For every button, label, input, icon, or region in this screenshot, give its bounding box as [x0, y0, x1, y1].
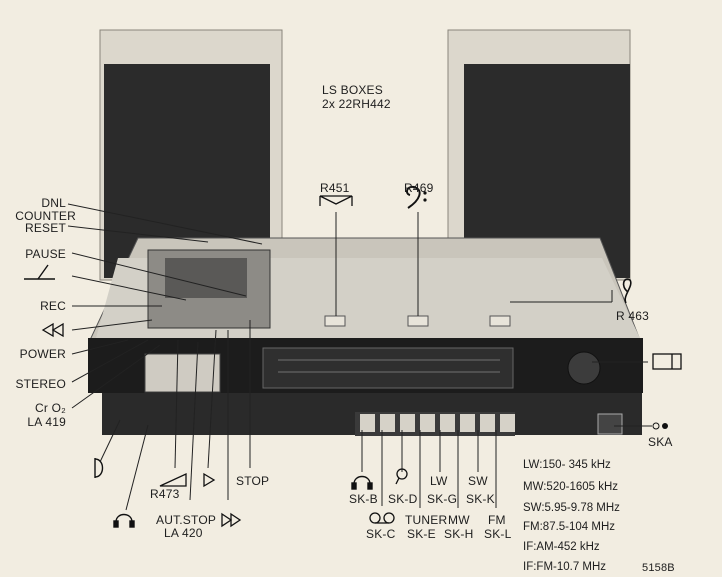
- headphones-icon: [113, 513, 135, 528]
- r463-label: R 463: [616, 309, 650, 323]
- counter-label: COUNTER: [15, 209, 76, 223]
- speaker-label-2: 2x 22RH442: [322, 97, 391, 111]
- r469-label: R469: [404, 181, 434, 195]
- speaker-label-1: LS BOXES: [322, 83, 383, 97]
- tone-wedge-icon: [319, 195, 353, 206]
- play-icon: [203, 472, 216, 488]
- spec-sw: SW:5.95-9.78 MHz: [523, 502, 620, 514]
- treble-clef-icon: [622, 278, 632, 304]
- record-pen-icon: [24, 264, 55, 280]
- mw-label: MW: [448, 513, 470, 527]
- microphone-icon: [395, 468, 408, 485]
- skc-label: SK-C: [366, 527, 396, 541]
- r451-label: R451: [320, 181, 350, 195]
- tape-reel-icon: [369, 512, 395, 524]
- skh-label: SK-H: [444, 527, 474, 541]
- pause-label: PAUSE: [25, 247, 66, 261]
- autstop-label: AUT.STOP: [156, 513, 217, 527]
- stereo-unit: [88, 237, 643, 436]
- spec-lw: LW:150- 345 kHz: [523, 459, 611, 471]
- spec-fm: FM:87.5-104 MHz: [523, 521, 616, 533]
- tuner-knob-icon: [94, 458, 104, 478]
- la419-label: LA 419: [27, 415, 66, 429]
- stereo-label: STEREO: [15, 377, 66, 391]
- cro2-label: Cr O₂: [35, 401, 66, 415]
- tuner-label: TUNER: [405, 513, 448, 527]
- spec-mw: MW:520-1605 kHz: [523, 481, 619, 493]
- ske-label: SK-E: [407, 527, 436, 541]
- power-label: POWER: [19, 347, 66, 361]
- fast-forward-icon: [221, 512, 242, 528]
- figure-number: 5158B: [642, 562, 675, 574]
- stop-label: STOP: [236, 474, 270, 488]
- rec-label: REC: [40, 299, 66, 313]
- volume-wedge-icon: [159, 472, 187, 487]
- dnl-label: DNL: [41, 196, 66, 210]
- tape-reel-icon: [652, 353, 682, 370]
- sw-label: SW: [468, 474, 488, 488]
- skg-label: SK-G: [427, 492, 458, 506]
- skl-label: SK-L: [484, 527, 512, 541]
- bass-clef-icon: [405, 185, 427, 209]
- lw-label: LW: [430, 474, 448, 488]
- rewind-icon: [41, 322, 64, 338]
- headphones-icon: [351, 475, 373, 490]
- skb-label: SK-B: [349, 492, 378, 506]
- skk-label: SK-K: [466, 492, 495, 506]
- spec-if-fm: IF:FM-10.7 MHz: [523, 561, 607, 573]
- r473-label: R473: [150, 487, 180, 501]
- spec-if-am: IF:AM-452 kHz: [523, 541, 600, 553]
- reset-label: RESET: [24, 221, 66, 235]
- ska-socket-icon: [652, 422, 668, 430]
- leader-lines: [67, 203, 652, 511]
- fm-label: FM: [488, 513, 506, 527]
- ska-label: SKA: [648, 435, 673, 449]
- la420-label: LA 420: [164, 526, 203, 540]
- skd-label: SK-D: [388, 492, 418, 506]
